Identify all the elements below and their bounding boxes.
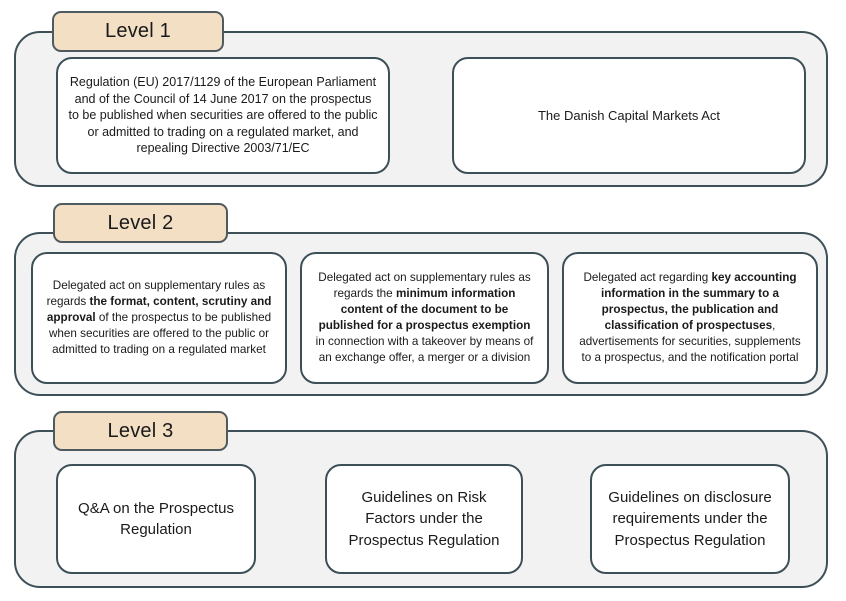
level-3-tab-label: Level 3: [107, 419, 174, 442]
level-3-box-guidelines-risk-factors: Guidelines on Risk Factors under the Pro…: [325, 464, 523, 574]
level-1-box-regulation-eu-2017-1129-text: Regulation (EU) 2017/1129 of the Europea…: [68, 74, 378, 156]
level-2-box-minimum-information-content-text: Delegated act on supplementary rules as …: [315, 270, 534, 365]
level-1-tab-label: Level 1: [105, 20, 171, 42]
level-2-box-minimum-information-content: Delegated act on supplementary rules as …: [300, 252, 549, 384]
level-1-box-danish-capital-markets-act-text: The Danish Capital Markets Act: [537, 107, 721, 123]
level-2-tab-label: Level 2: [107, 211, 174, 234]
level-3-box-guidelines-disclosure-requirements-text: Guidelines on disclosure requirements un…: [608, 489, 772, 549]
level-1-tab: Level 1: [52, 11, 224, 52]
level-2-tab: Level 2: [53, 203, 228, 243]
level-1-box-regulation-eu-2017-1129: Regulation (EU) 2017/1129 of the Europea…: [56, 57, 390, 174]
level-3-box-guidelines-risk-factors-text: Guidelines on Risk Factors under the Pro…: [348, 489, 500, 549]
level-3-tab: Level 3: [53, 411, 228, 451]
level-2-box-key-accounting-information-text: Delegated act regarding key accounting i…: [579, 270, 801, 365]
level-2-box-format-content-scrutiny-approval: Delegated act on supplementary rules as …: [31, 252, 287, 384]
level-3-box-qa-prospectus-regulation-text: Q&A on the Prospectus Regulation: [78, 499, 234, 538]
level-3-box-qa-prospectus-regulation: Q&A on the Prospectus Regulation: [56, 464, 256, 574]
level-1-box-danish-capital-markets-act: The Danish Capital Markets Act: [452, 57, 806, 174]
level-2-box-key-accounting-information: Delegated act regarding key accounting i…: [562, 252, 818, 384]
level-3-box-guidelines-disclosure-requirements: Guidelines on disclosure requirements un…: [590, 464, 790, 574]
level-2-box-format-content-scrutiny-approval-text: Delegated act on supplementary rules as …: [46, 278, 272, 357]
